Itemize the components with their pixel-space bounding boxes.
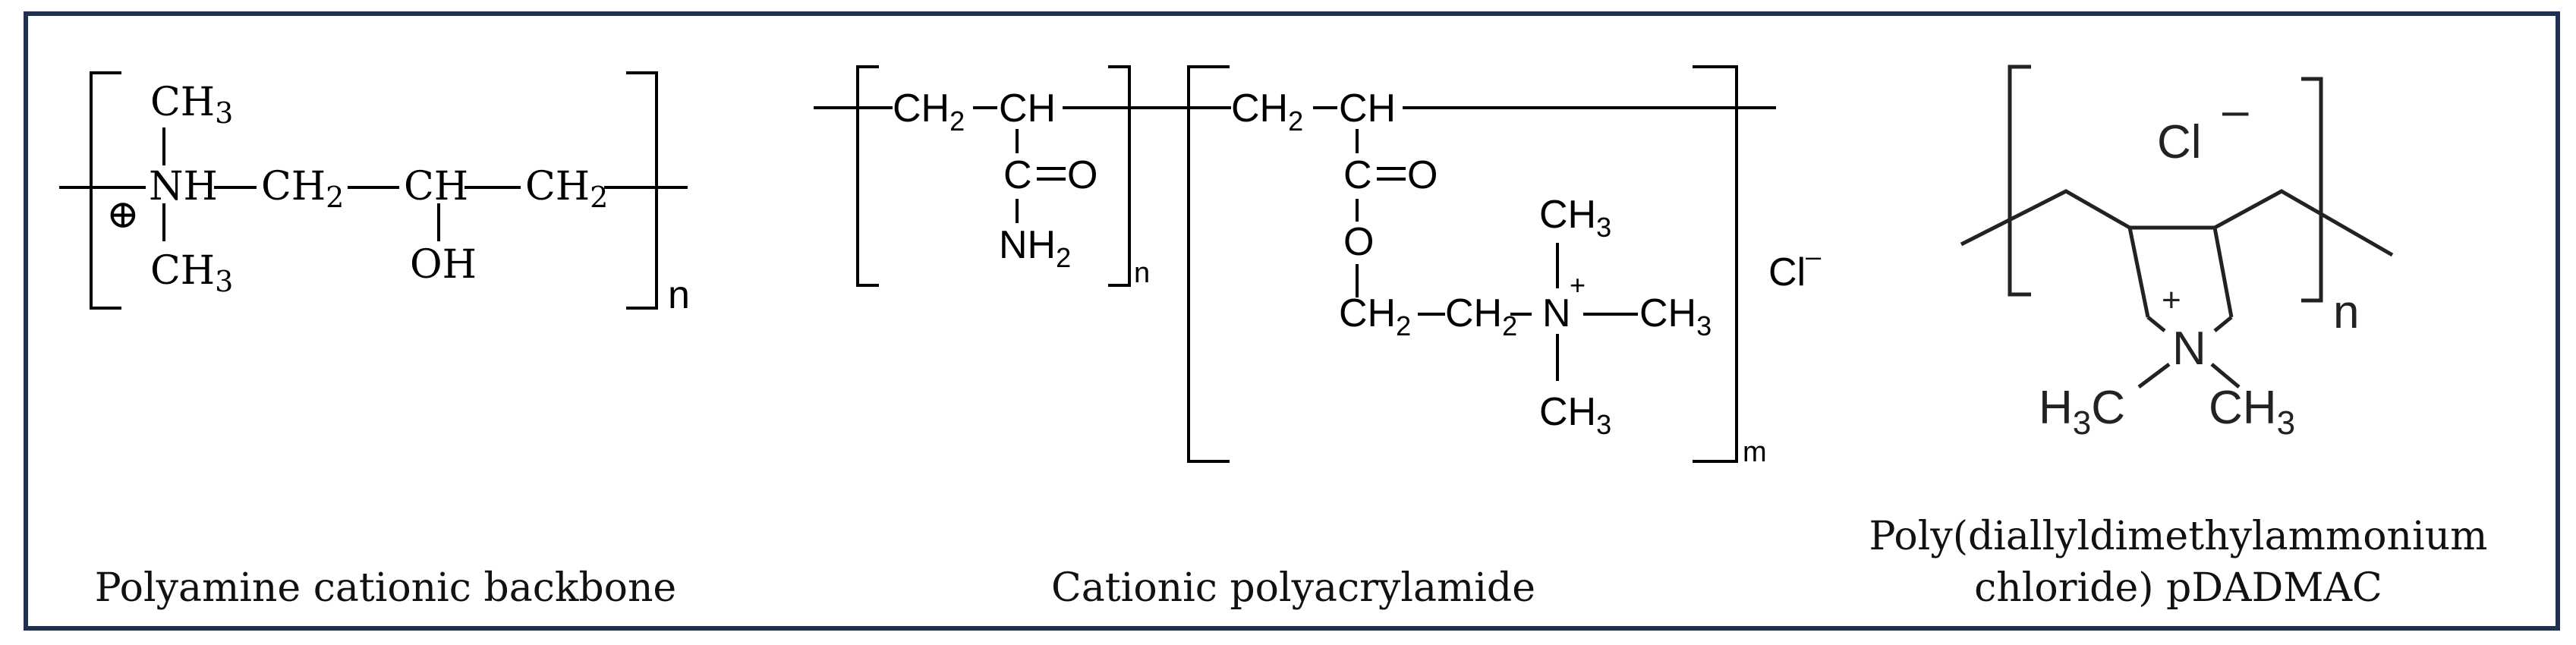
caption-pdadmac-line1: Poly(diallyldimethylammonium — [1869, 514, 2488, 559]
backbone-zigzag-right — [2213, 189, 2394, 257]
chloride-label: Cl — [2157, 116, 2202, 168]
ester-o-label: O — [1343, 220, 1374, 264]
caption-cpam: Cationic polyacrylamide — [1051, 565, 1535, 611]
ch3-top-label: CH3 — [1539, 193, 1611, 243]
caption-polyamine: Polyamine cationic backbone — [95, 565, 676, 611]
methyl-right-label: CH3 — [2209, 382, 2295, 442]
acrylamide-right-bracket — [1108, 65, 1131, 287]
left-bracket — [2008, 64, 2031, 297]
ring-bond-n-right — [2213, 316, 2233, 332]
carbonyl-o-1: O — [1067, 153, 1097, 197]
ch3-bottom-label: CH3 — [1539, 390, 1611, 440]
repeat-n-label: n — [1134, 257, 1150, 289]
ch2-label-2: CH2 — [1231, 87, 1303, 137]
repeat-n-label: n — [2333, 286, 2359, 338]
pdadmac-structure: Cl – + N H3C CH3 n — [1960, 64, 2394, 442]
repeat-m-label: m — [1743, 436, 1767, 468]
chloride-minus: – — [2222, 84, 2249, 137]
acrylamide-left-bracket — [856, 65, 879, 287]
ammonium-n-label: N — [2172, 322, 2206, 375]
figure-border — [24, 11, 2560, 631]
methyl-left-label: H3C — [2039, 382, 2125, 442]
ammonium-n-label: N — [1542, 291, 1571, 335]
chloride-label: Cl– — [1768, 241, 1821, 294]
caption-pdadmac-line2: chloride) pDADMAC — [1974, 565, 2382, 611]
methyl-top-label: CH3 — [150, 80, 233, 130]
cpam-structure: CH2 CH C O NH2 n CH2 CH C O O CH2 CH2 N … — [814, 65, 1821, 468]
nh2-label: NH2 — [999, 223, 1071, 273]
right-bracket — [626, 71, 658, 310]
ch3-right-label: CH3 — [1639, 291, 1712, 341]
ch-label-2: CH — [1339, 87, 1396, 131]
ch2-label-1: CH2 — [893, 87, 965, 137]
cationic-right-bracket — [1693, 65, 1738, 463]
cationic-left-bracket — [1187, 65, 1230, 463]
repeat-n-label: n — [668, 273, 690, 317]
bond-n-methyl-right — [2210, 363, 2241, 389]
ch2-label-3: CH2 — [1339, 291, 1411, 341]
carbonyl-c-2: C — [1343, 153, 1372, 197]
polyamine-structure: CH3 NH ⊕ CH3 CH2 CH OH CH2 n — [59, 71, 690, 317]
carbonyl-o-2: O — [1407, 153, 1438, 197]
bond-n-methyl-left — [2137, 363, 2171, 389]
right-bracket — [2301, 77, 2323, 303]
positive-charge: ⊕ — [106, 192, 140, 238]
ammonium-plus: + — [1570, 269, 1586, 300]
pyrrolidinium-ring — [2127, 225, 2234, 318]
ch-label-1: CH — [999, 87, 1056, 131]
ch2-label-1: CH2 — [261, 164, 344, 214]
ch2-label-2: CH2 — [525, 164, 608, 214]
carbonyl-c-1: C — [1003, 153, 1032, 197]
ammonium-plus: + — [2162, 282, 2181, 319]
nh-label: NH — [149, 164, 218, 209]
methyl-bottom-label: CH3 — [150, 248, 233, 298]
ch2-label-4: CH2 — [1445, 291, 1517, 341]
ring-bond-n-left — [2146, 316, 2166, 332]
oh-label: OH — [410, 242, 477, 288]
ch-label: CH — [404, 164, 468, 209]
backbone-zigzag — [1960, 189, 2131, 247]
left-bracket — [90, 71, 121, 310]
